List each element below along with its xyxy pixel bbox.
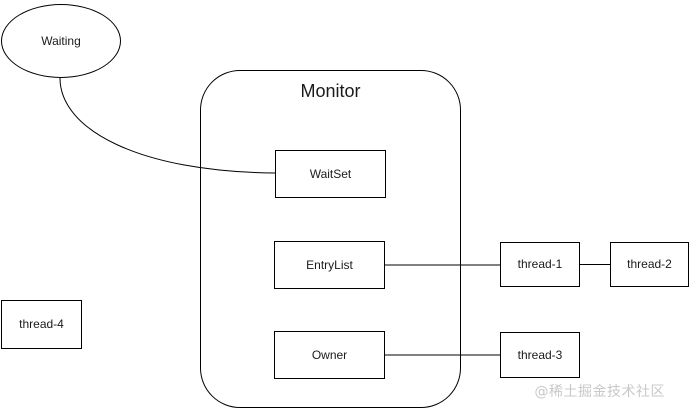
entrylist-box: EntryList — [274, 241, 385, 289]
thread-2-label: thread-2 — [627, 257, 672, 272]
edge-waiting-waitset — [59, 77, 276, 174]
thread-2-box: thread-2 — [610, 242, 689, 287]
thread-4-label: thread-4 — [19, 317, 64, 332]
thread-1-box: thread-1 — [500, 242, 580, 287]
waitset-box: WaitSet — [275, 150, 386, 198]
thread-3-box: thread-3 — [500, 332, 580, 378]
thread-1-label: thread-1 — [517, 257, 563, 272]
owner-box: Owner — [274, 331, 385, 379]
waiting-ellipse: Waiting — [1, 4, 121, 78]
entrylist-label: EntryList — [306, 257, 353, 272]
thread-3-label: thread-3 — [517, 347, 563, 362]
monitor-title: Monitor — [300, 81, 361, 101]
waiting-label: Waiting — [41, 34, 81, 48]
owner-label: Owner — [311, 347, 348, 362]
monitor-container: Monitor — [200, 70, 461, 408]
thread-4-box: thread-4 — [1, 300, 82, 349]
waitset-label: WaitSet — [309, 166, 352, 181]
watermark-text: @稀土掘金技术社区 — [534, 384, 665, 400]
